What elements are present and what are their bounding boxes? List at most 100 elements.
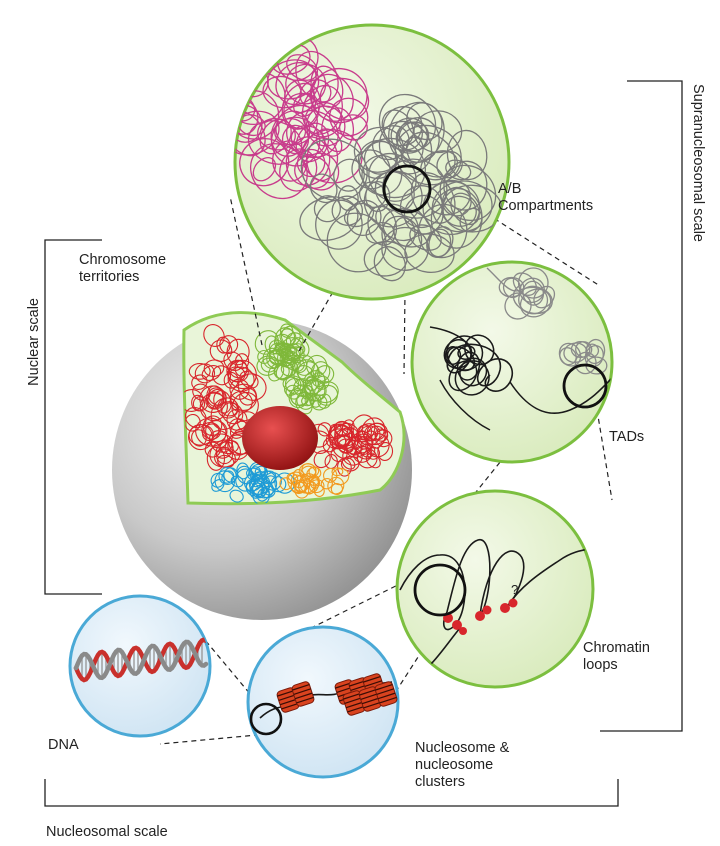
territory-loop <box>292 356 308 374</box>
ab-compartments-label: A/B Compartments <box>498 181 594 214</box>
supranucleosomal-scale-label: Supranucleosomal scale <box>690 84 706 242</box>
compartment-b-loop <box>436 151 463 179</box>
chromatin-loops-label: Chromatin loops <box>583 640 650 673</box>
territory-loop <box>374 429 393 448</box>
nucleosome-clusters-label: Nucleosome & nucleosome clusters <box>415 740 510 790</box>
nucleosome-circle <box>246 625 400 779</box>
territory-loop <box>356 424 373 441</box>
tad-loop <box>519 288 552 318</box>
nucleosome-zoom-ring <box>249 702 283 736</box>
compartment-b-loop <box>368 152 417 202</box>
nuclear-scale-label: Nuclear scale <box>26 298 42 386</box>
chromatin-loops-circle <box>395 489 595 689</box>
territory-loop <box>235 353 250 370</box>
compartment-b-loop <box>422 180 481 236</box>
territory-loop <box>266 349 283 369</box>
compartment-b-loop <box>351 149 391 190</box>
nucleosome <box>358 686 382 712</box>
compartment-a-loop <box>252 156 277 182</box>
territory-loop <box>262 475 278 496</box>
nucleus-sphere <box>112 311 412 620</box>
territory-loop <box>209 339 233 362</box>
compartment-b-loop <box>428 226 454 258</box>
compartment-b-loop <box>450 192 480 226</box>
territory-loop <box>201 365 222 381</box>
compartment-a-loop <box>257 118 296 151</box>
territory-loop <box>205 420 228 443</box>
territory-loop <box>333 420 351 438</box>
compartment-a-loop <box>295 50 339 103</box>
compartment-a-loop <box>319 77 370 121</box>
nuclear-scale-bracket <box>44 239 102 595</box>
territory-loop <box>256 355 279 376</box>
tad-loop <box>519 277 545 303</box>
compartment-b-loop <box>426 228 452 258</box>
territory-loop <box>204 441 221 458</box>
territory-loop <box>294 354 315 376</box>
nucleosomal-scale-bracket <box>44 779 619 807</box>
tad-loop <box>512 272 538 296</box>
nucleolus <box>242 406 318 470</box>
territory-loop <box>304 375 320 397</box>
territory-loop <box>313 450 331 469</box>
territory-loop <box>231 391 259 422</box>
tad-loop <box>517 267 549 299</box>
compartment-a-loop <box>270 110 311 157</box>
territory-loop <box>346 435 369 458</box>
territory-loop <box>211 478 225 492</box>
territory-loop <box>365 433 390 458</box>
tad-loop <box>533 285 556 309</box>
territory-loop <box>280 359 298 377</box>
territory-loop <box>284 375 305 395</box>
compartment-a-loop <box>290 125 326 156</box>
territory-loop <box>316 384 339 406</box>
compartment-b-loop <box>381 109 414 147</box>
territory-loop <box>203 324 225 347</box>
territory-loop <box>199 392 228 422</box>
territory-loop <box>279 477 293 491</box>
territory-loop <box>297 478 315 494</box>
territory-loop <box>251 480 267 499</box>
territory-loop <box>331 434 357 460</box>
territory-loop <box>340 455 360 472</box>
territory-loop <box>227 359 257 390</box>
territory-loop <box>323 467 338 483</box>
territory-loop <box>350 414 376 443</box>
territory-loop <box>192 396 208 412</box>
territory-loop <box>270 476 287 493</box>
territory-loop <box>239 370 259 389</box>
loop-anchor-proteins <box>443 598 518 635</box>
compartment-b-loop <box>442 195 477 227</box>
territory-loop <box>236 465 254 485</box>
territory-loop <box>296 391 315 410</box>
territory-loop <box>294 481 307 493</box>
question-mark: ? <box>511 582 518 597</box>
territory-loop <box>201 423 220 442</box>
compartment-b-loop <box>353 126 405 173</box>
compartment-a-loop <box>310 65 344 108</box>
tad-loop <box>559 347 577 366</box>
territory-loop <box>294 481 310 499</box>
territory-loop <box>260 485 276 499</box>
compartment-a-loop <box>329 97 369 137</box>
dna-strand <box>73 637 209 683</box>
compartment-a-loop <box>294 155 331 189</box>
territory-loop <box>279 323 294 338</box>
compartment-a-loop <box>235 110 280 156</box>
compartment-b-loop <box>375 203 419 242</box>
compartment-a-loop <box>247 120 303 165</box>
compartment-b-loop <box>378 93 437 152</box>
ab-compartments-circle <box>233 23 511 301</box>
territory-loop <box>264 335 280 355</box>
territory-loop <box>334 423 349 436</box>
compartment-b-loop <box>409 224 442 251</box>
territory-loop <box>249 482 265 499</box>
territory-loop <box>337 438 355 454</box>
tad-loop <box>459 357 488 387</box>
territory-loop <box>206 385 224 407</box>
compartment-a-loop <box>235 90 280 140</box>
territory-loop <box>223 371 239 389</box>
tad-loop <box>522 280 545 306</box>
compartment-b-loop <box>361 154 403 196</box>
